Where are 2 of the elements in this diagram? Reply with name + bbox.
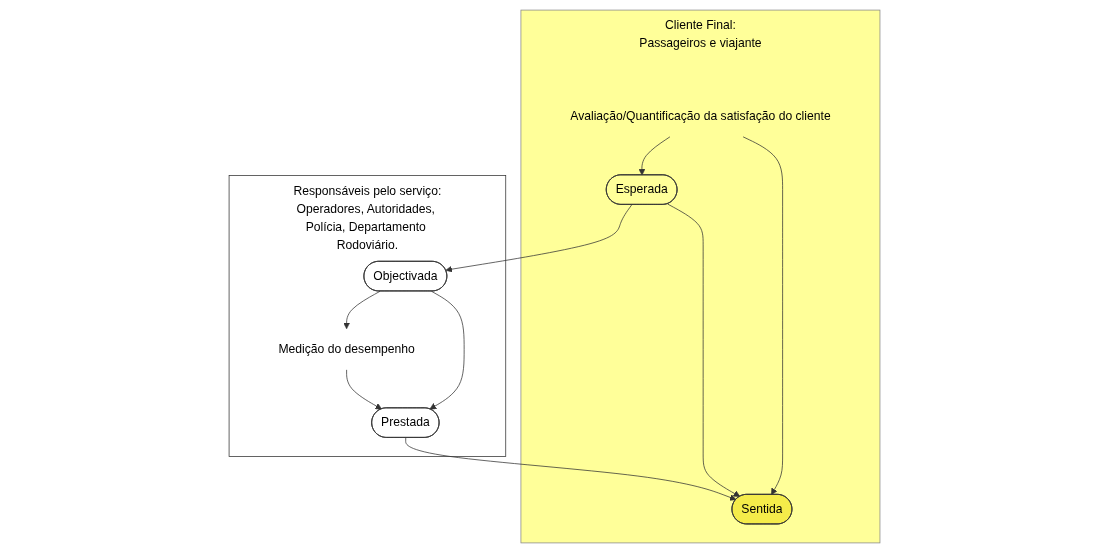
node-text: Medição do desempenho <box>278 342 415 355</box>
node-text: Avaliação/Quantificação da satisfação do cliente <box>570 109 831 122</box>
